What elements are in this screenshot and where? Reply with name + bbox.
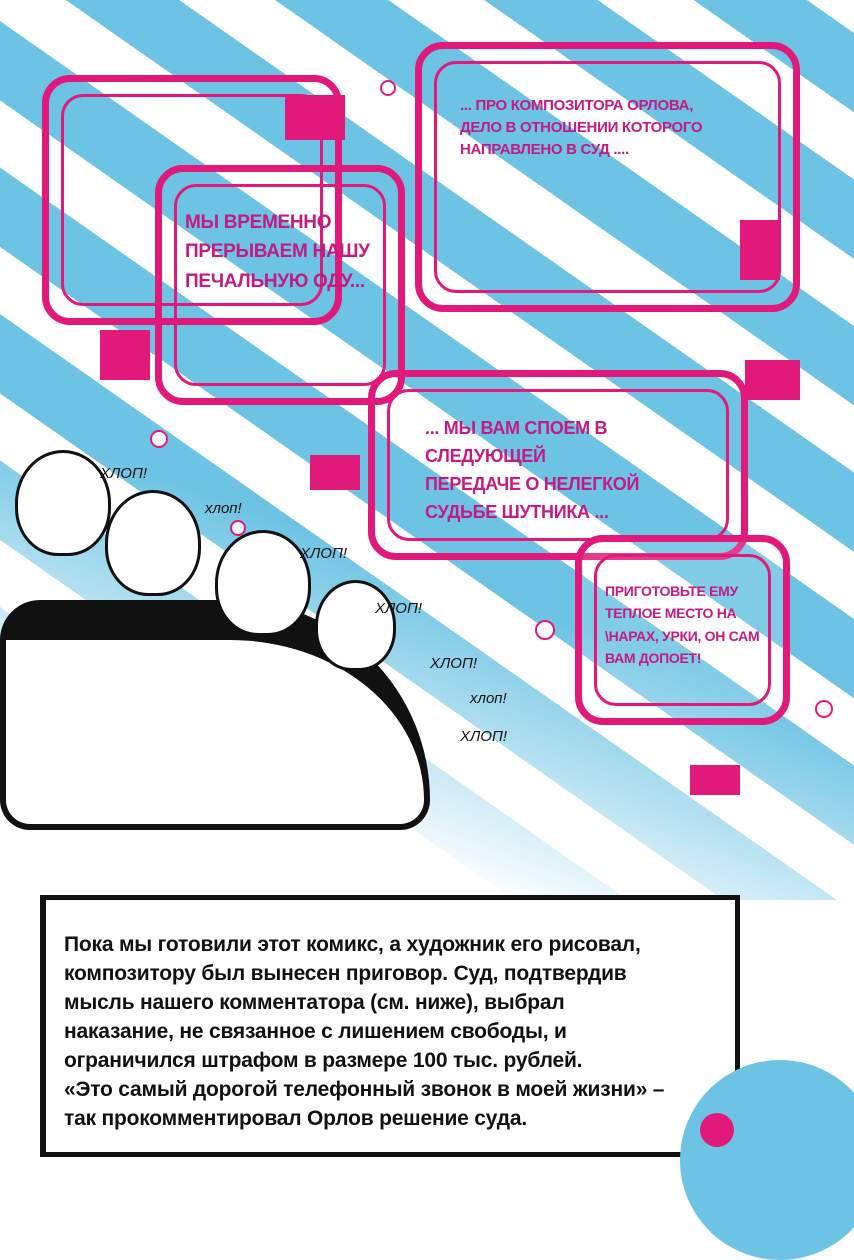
- narration-text: Пока мы готовили этот комикс, а художник…: [64, 930, 664, 1133]
- bubble-decoration: [230, 520, 246, 536]
- bubble-decoration: [150, 430, 168, 448]
- audience-head: [105, 490, 201, 596]
- bubble-decoration: [535, 620, 555, 640]
- clap-sound: ХЛОП!: [430, 655, 477, 672]
- clap-sound: хлоп!: [470, 690, 507, 707]
- narration-line: композитору был вынесен приговор. Суд, п…: [64, 962, 627, 985]
- narration-box: Пока мы готовили этот комикс, а художник…: [40, 895, 740, 1157]
- clap-sound: ХЛОП!: [300, 545, 347, 562]
- tv-stand: [740, 220, 780, 280]
- bubble-decoration: [380, 80, 396, 96]
- tv-middle-caption: ... мы вам споем в следующей передаче о …: [425, 418, 640, 522]
- tv-left-back: [42, 75, 342, 325]
- narration-line: ограничился штрафом в размере 100 тыс. р…: [64, 1049, 583, 1072]
- tv-bottom-right: [575, 535, 790, 725]
- tv-stand: [745, 360, 800, 400]
- bubble-decoration: [815, 700, 833, 718]
- tv-stand: [310, 455, 360, 490]
- tv-left: [155, 165, 405, 405]
- narration-line: «Это самый дорогой телефонный звонок в м…: [64, 1078, 665, 1101]
- clap-sound: ХЛОП!: [375, 600, 422, 617]
- tv-top-right: [415, 42, 800, 312]
- tv-stand: [100, 330, 150, 380]
- audience-head: [15, 450, 111, 556]
- narration-line: мысль нашего комментатора (см. ниже), вы…: [64, 991, 565, 1014]
- narration-line: наказание, не связанное с лишением свобо…: [64, 1020, 567, 1043]
- tv-stand: [285, 95, 345, 140]
- narration-line: так прокомментировал Орлов решение суда.: [64, 1107, 527, 1130]
- narration-line: Пока мы готовили этот комикс, а художник…: [64, 933, 641, 956]
- clap-sound: хлоп!: [205, 500, 242, 517]
- tv-top-right-caption: ... про композитора Орлова, дело в отнош…: [460, 97, 703, 158]
- tv-bottom-right-caption: Приготовьте ему теплое место на \нарах, …: [605, 583, 760, 667]
- page-corner-dot: [700, 1113, 734, 1147]
- tv-stand: [690, 765, 740, 795]
- clap-sound: ХЛОП!: [100, 465, 147, 482]
- clap-sound: ХЛОП!: [460, 728, 507, 745]
- tv-middle: [368, 370, 748, 560]
- audience-head: [315, 580, 396, 671]
- audience-head: [215, 530, 311, 636]
- tv-left-caption: Мы временно прерываем нашу печальную оду…: [185, 212, 370, 292]
